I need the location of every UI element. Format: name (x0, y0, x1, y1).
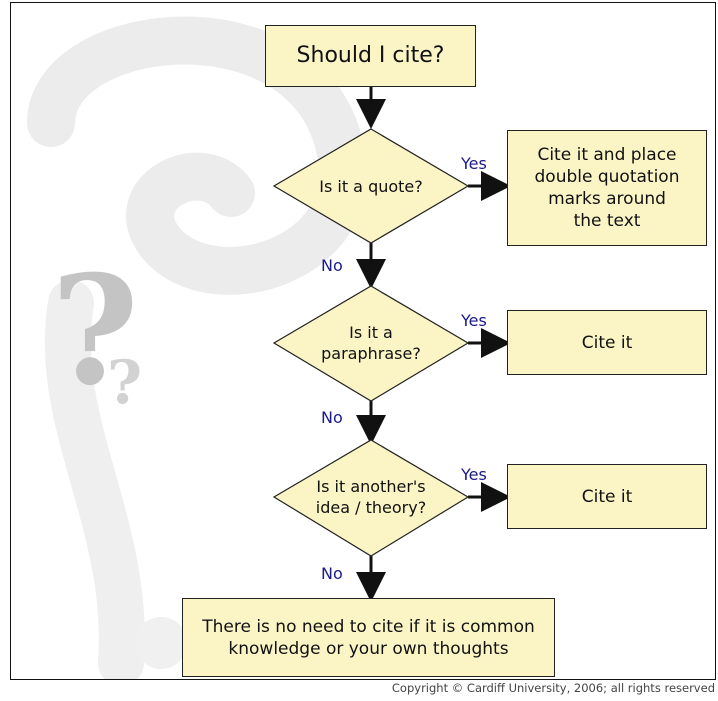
outcome-idea-text: Cite it (581, 486, 633, 507)
start-box: Should I cite? (265, 25, 476, 87)
final-outcome-box: There is no need to cite if it is common… (182, 598, 555, 677)
decision-idea-text: Is it another's idea / theory? (315, 477, 427, 517)
svg-text:?: ? (51, 243, 139, 419)
yes-label-idea: Yes (461, 465, 487, 484)
no-label-idea: No (321, 564, 343, 583)
decision-diamond-paraphrase (272, 285, 470, 402)
outcome-idea-box: Cite it (507, 464, 707, 529)
diagram-frame: ? ? Should I cite? Is it a quote? Is it … (10, 2, 716, 680)
outcome-quote-text: Cite it and place double quotation marks… (534, 145, 680, 231)
decision-quote-text: Is it a quote? (319, 176, 423, 196)
outcome-quote-box: Cite it and place double quotation marks… (507, 130, 707, 246)
no-label-quote: No (321, 256, 343, 275)
copyright-notice: Copyright © Cardiff University, 2006; al… (391, 681, 715, 695)
outcome-paraphrase-text: Cite it (581, 332, 633, 353)
svg-text:?: ? (107, 348, 142, 418)
decision-paraphrase-text: Is it a paraphrase? (321, 323, 421, 363)
no-label-paraphrase: No (321, 408, 343, 427)
outcome-paraphrase-box: Cite it (507, 310, 707, 375)
yes-label-paraphrase: Yes (461, 311, 487, 330)
final-outcome-text: There is no need to cite if it is common… (202, 616, 535, 659)
start-label: Should I cite? (296, 43, 445, 68)
decision-diamond-idea (272, 439, 470, 557)
decision-diamond-quote (272, 128, 470, 244)
flow-connectors (272, 87, 511, 602)
background-question-marks: ? ? (27, 16, 367, 679)
yes-label-quote: Yes (461, 154, 487, 173)
